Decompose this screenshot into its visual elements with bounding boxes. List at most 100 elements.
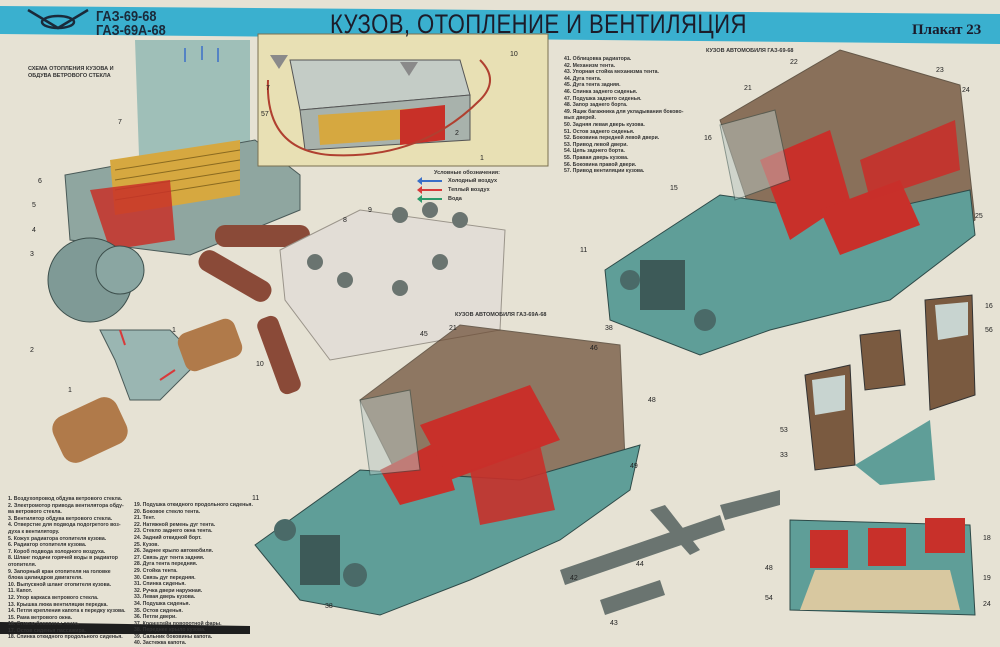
parts-list-item: 21. Тент.	[134, 515, 156, 522]
parts-list-item: 11. Капот.	[8, 588, 33, 595]
poster-number: Плакат 23	[912, 22, 982, 38]
parts-list-item: 52. Боковина передней левой двери.	[564, 135, 660, 142]
svg-text:3: 3	[30, 251, 34, 258]
parts-list-item: 24. Задний откидной борт.	[134, 534, 202, 541]
caption-car-69a: Кузов автомобиля ГАЗ-69А-68	[455, 312, 547, 318]
doors-detail	[804, 294, 976, 485]
svg-text:8: 8	[343, 217, 347, 224]
svg-text:49: 49	[630, 463, 638, 470]
parts-list-item: духа к вентилятору.	[8, 528, 60, 535]
svg-text:5: 5	[32, 202, 36, 209]
rear-seats-detail	[789, 518, 976, 616]
svg-text:22: 22	[790, 59, 798, 66]
parts-list-item: 55. Правая дверь кузова.	[564, 154, 629, 161]
legend: Условные обозначения: Холодный воздух Те…	[417, 170, 500, 203]
svg-text:7: 7	[266, 85, 270, 92]
parts-list-item: 42. Механизм тента.	[564, 62, 616, 69]
parts-list-item: 41. Облицовка радиатора.	[564, 56, 632, 62]
red-arrow-icon	[417, 185, 442, 194]
parts-list-item: 49. Ящик багажника для укладывания боков…	[564, 108, 684, 115]
parts-list-item: 32. Ручка двери наружная.	[134, 587, 203, 594]
svg-text:38: 38	[605, 325, 613, 332]
svg-text:11: 11	[580, 247, 587, 254]
svg-text:4: 4	[32, 227, 36, 234]
svg-text:57: 57	[261, 111, 269, 118]
svg-text:6: 6	[38, 178, 42, 185]
svg-text:45: 45	[420, 331, 428, 338]
svg-text:53: 53	[780, 427, 788, 434]
parts-list-item: 22. Натяжной ремень дуг тента.	[134, 521, 216, 528]
parts-list-item: 31. Спинка сиденья.	[134, 581, 186, 588]
svg-text:7: 7	[118, 119, 122, 126]
svg-text:15: 15	[670, 185, 678, 192]
svg-text:2: 2	[455, 130, 459, 137]
svg-text:25: 25	[975, 213, 983, 220]
legend-item-cold-air: Холодный воздух	[417, 176, 500, 185]
parts-list-item: 2. Электромотор привода вентилятора обду…	[8, 502, 124, 509]
svg-text:1: 1	[172, 327, 176, 334]
parts-list-item: 9. Запорный кран отопителя на головке	[8, 568, 111, 575]
svg-text:54: 54	[765, 595, 773, 602]
title-band	[0, 6, 1000, 44]
parts-list-item: 25. Кузов.	[134, 541, 159, 548]
gaz-logo	[27, 8, 89, 30]
green-arrow-icon	[417, 194, 442, 203]
parts-list-item: 38. Переднее крыло кузова.	[134, 627, 206, 634]
parts-list-item: 27. Связь дуг тента задняя.	[134, 554, 205, 561]
parts-list-item: 18. Спинка откидного продольного сиденья…	[8, 634, 123, 641]
car-gaz-69a	[254, 324, 641, 616]
svg-text:38: 38	[325, 603, 333, 610]
svg-text:44: 44	[636, 561, 644, 568]
parts-list-item: 34. Подушка сиденья.	[134, 600, 191, 607]
svg-text:56: 56	[985, 327, 993, 334]
parts-list-2: 19. Подушка откидного продольного сидень…	[134, 502, 253, 647]
parts-list-item: вых дверей.	[564, 115, 596, 122]
car-gaz-69	[604, 49, 976, 356]
svg-text:43: 43	[610, 620, 618, 627]
model-name-1: ГАЗ-69-68	[96, 8, 157, 25]
parts-list-item: 54. Цепь заднего борта.	[564, 148, 625, 155]
legend-item-warm-air: Теплый воздух	[417, 185, 500, 194]
svg-text:21: 21	[449, 325, 457, 332]
heater-assembly	[47, 40, 506, 463]
svg-text:24: 24	[983, 601, 991, 608]
parts-list-item: 13. Крышка люка вентиляции передка.	[8, 601, 108, 608]
parts-list-item: 29. Стойка тента.	[134, 567, 178, 574]
legend-item-water: Вода	[417, 194, 500, 203]
parts-list-item: 44. Дуга тента.	[564, 75, 602, 82]
parts-list-item: 45. Дуга тента задняя.	[564, 82, 621, 89]
parts-list-item: 6. Радиатор отопителя кузова.	[8, 542, 87, 549]
parts-list-item: 40. Застежка капота.	[134, 640, 187, 647]
parts-list-item: 23. Стекло заднего окна тента.	[134, 528, 213, 535]
parts-list-item: 39. Сальник боковины капота.	[134, 633, 213, 640]
svg-text:1: 1	[480, 155, 484, 162]
bottom-strip	[0, 622, 250, 634]
parts-list-item: 53. Привод левой двери.	[564, 141, 628, 148]
inset-heater-scheme	[257, 33, 549, 167]
parts-list-item: 57. Привод вентиляции кузова.	[564, 168, 645, 175]
svg-text:2: 2	[30, 347, 34, 354]
parts-list-item: 8. Шланг подачи горячей воды в радиатор	[8, 555, 118, 562]
svg-text:46: 46	[590, 345, 598, 352]
parts-list-item: 33. Левая дверь кузова.	[134, 594, 196, 601]
parts-list-item: 1. Воздухопровод обдува ветрового стекла…	[8, 496, 123, 502]
parts-list-item: 46. Спинка заднего сиденья.	[564, 88, 638, 95]
svg-text:48: 48	[765, 565, 773, 572]
parts-list-item: 20. Боковое стекло тента.	[134, 508, 201, 515]
svg-text:10: 10	[510, 51, 518, 58]
caption-car-69: Кузов автомобиля ГАЗ-69-68	[706, 48, 794, 54]
blue-arrow-icon	[417, 176, 442, 185]
parts-list-item: 3. Вентилятор обдува ветрового стекла.	[8, 515, 113, 522]
svg-text:33: 33	[780, 452, 788, 459]
parts-list-3: 41. Облицовка радиатора.42. Механизм тен…	[564, 56, 683, 175]
svg-text:24: 24	[962, 87, 970, 94]
tent-links-detail	[560, 490, 780, 615]
parts-list-item: 36. Петли двери.	[134, 614, 177, 621]
parts-list-item: 7. Короб подвода холодного воздуха.	[8, 548, 106, 555]
parts-list-item: 10. Выпускной шланг отопителя кузова.	[8, 581, 112, 588]
parts-list-item: 48. Запор заднего борта.	[564, 102, 628, 109]
svg-text:48: 48	[648, 397, 656, 404]
parts-list-item: 50. Задняя левая дверь кузова.	[564, 121, 645, 128]
parts-list-item: 51. Остов заднего сиденья.	[564, 128, 635, 135]
callout-numbers: 7 6 5 4 3 2 1 1 8 9 10 7 57 2 1 10 22 21…	[30, 51, 993, 627]
